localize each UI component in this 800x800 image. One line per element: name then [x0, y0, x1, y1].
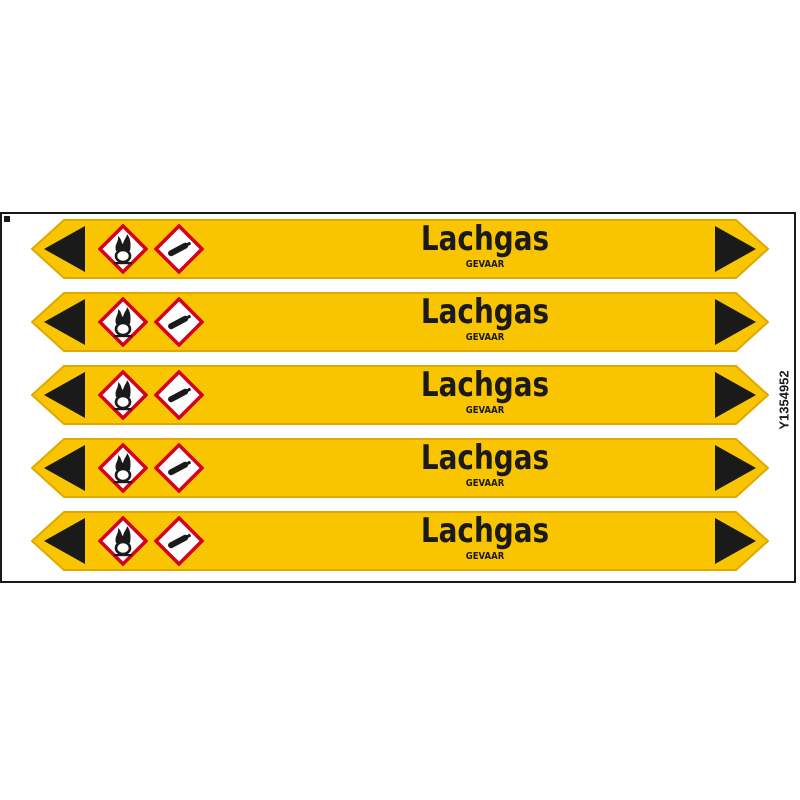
gas-cylinder-icon — [154, 370, 204, 420]
substance-name: Lachgas — [420, 511, 550, 551]
corner-mark — [4, 216, 10, 222]
gas-cylinder-icon — [154, 224, 204, 274]
product-code-text: Y1354952 — [776, 370, 792, 430]
marker-label: Lachgas GEVAAR — [360, 294, 610, 345]
arrow-right-icon — [715, 445, 756, 491]
arrow-left-icon — [44, 372, 85, 418]
signal-word: GEVAAR — [465, 259, 505, 270]
pipe-marker: Lachgas GEVAAR — [30, 218, 770, 280]
flame-over-circle-icon — [98, 443, 148, 493]
ghs-pictograms — [98, 370, 204, 420]
arrow-right-icon — [715, 299, 756, 345]
marker-band — [31, 365, 769, 425]
pipe-marker: Lachgas GEVAAR — [30, 437, 770, 499]
ghs-pictograms — [98, 297, 204, 347]
arrow-right-icon — [715, 518, 756, 564]
marker-band — [31, 219, 769, 279]
marker-band — [31, 438, 769, 498]
arrow-right-icon — [715, 372, 756, 418]
marker-label: Lachgas GEVAAR — [360, 513, 610, 564]
marker-band — [31, 292, 769, 352]
signal-word: GEVAAR — [465, 551, 505, 562]
arrow-left-icon — [44, 299, 85, 345]
arrow-left-icon — [44, 226, 85, 272]
ghs-pictograms — [98, 516, 204, 566]
marker-label: Lachgas GEVAAR — [360, 221, 610, 272]
ghs-pictograms — [98, 443, 204, 493]
signal-word: GEVAAR — [465, 332, 505, 343]
pipe-marker: Lachgas GEVAAR — [30, 364, 770, 426]
pipe-marker: Lachgas GEVAAR — [30, 291, 770, 353]
substance-name: Lachgas — [420, 292, 550, 332]
marker-label: Lachgas GEVAAR — [360, 367, 610, 418]
arrow-left-icon — [44, 445, 85, 491]
pipe-marker: Lachgas GEVAAR — [30, 510, 770, 572]
flame-over-circle-icon — [98, 224, 148, 274]
gas-cylinder-icon — [154, 297, 204, 347]
substance-name: Lachgas — [420, 438, 550, 478]
signal-word: GEVAAR — [465, 478, 505, 489]
gas-cylinder-icon — [154, 516, 204, 566]
substance-name: Lachgas — [420, 219, 550, 259]
substance-name: Lachgas — [420, 365, 550, 405]
marker-band — [31, 511, 769, 571]
signal-word: GEVAAR — [465, 405, 505, 416]
arrow-right-icon — [715, 226, 756, 272]
flame-over-circle-icon — [98, 370, 148, 420]
ghs-pictograms — [98, 224, 204, 274]
marker-label: Lachgas GEVAAR — [360, 440, 610, 491]
flame-over-circle-icon — [98, 297, 148, 347]
arrow-left-icon — [44, 518, 85, 564]
gas-cylinder-icon — [154, 443, 204, 493]
flame-over-circle-icon — [98, 516, 148, 566]
